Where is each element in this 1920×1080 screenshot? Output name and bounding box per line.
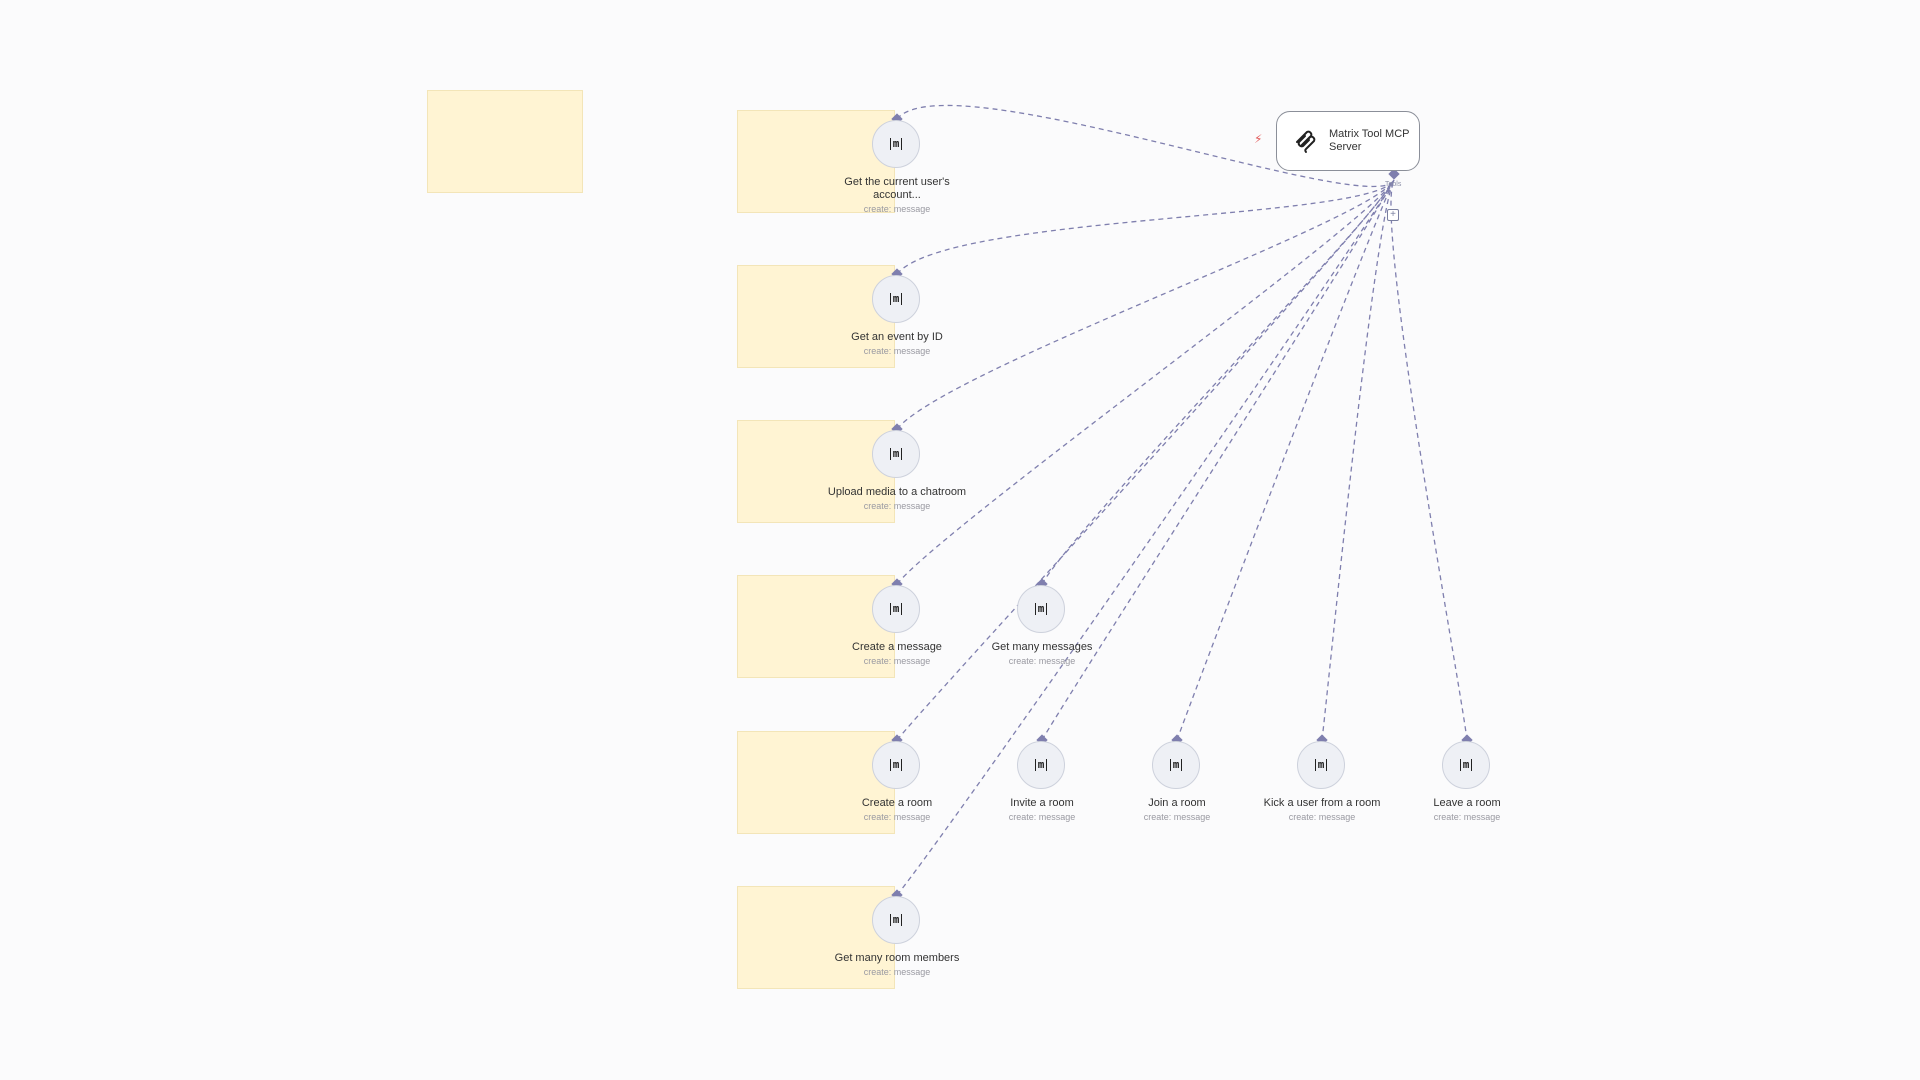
tool-node-label: Get the current user's account... create:… (822, 176, 972, 216)
sticky-note[interactable] (737, 575, 895, 678)
tool-node-label: Leave a room create: message (1392, 797, 1542, 824)
tool-subtitle: create: message (1433, 812, 1501, 822)
trigger-bolt-icon: ⚡ (1254, 132, 1263, 146)
matrix-icon: m (889, 603, 903, 615)
tool-node-circle[interactable]: m (872, 585, 920, 633)
tool-node-label: Upload media to a chatroom create: messag… (822, 486, 972, 513)
tool-node-label: Kick a user from a room create: message (1247, 797, 1397, 824)
tool-name: Create a room (861, 797, 933, 809)
tool-connection (1321, 179, 1395, 741)
matrix-icon: m (1034, 603, 1048, 615)
sticky-note[interactable] (737, 265, 895, 368)
tool-name: Get many room members (834, 952, 960, 964)
tool-node-label: Create a message create: message (822, 641, 972, 668)
matrix-icon: m (889, 293, 903, 305)
matrix-icon: m (1034, 759, 1048, 771)
tool-name: Leave a room (1433, 797, 1501, 809)
matrix-icon: m (1314, 759, 1328, 771)
sticky-note[interactable] (737, 420, 895, 523)
matrix-icon: m (1459, 759, 1473, 771)
tool-subtitle: create: message (863, 501, 931, 511)
tool-name: Get the current user's account... (844, 176, 950, 201)
matrix-icon: m (889, 448, 903, 460)
mcp-server-title: Matrix Tool MCP Server (1329, 128, 1410, 153)
mcp-icon (1296, 130, 1316, 153)
matrix-icon: m (889, 138, 903, 150)
tool-subtitle: create: message (863, 346, 931, 356)
tool-connection (896, 179, 1395, 430)
tool-connection (1176, 179, 1395, 741)
matrix-icon: m (889, 759, 903, 771)
tool-node-label: Join a room create: message (1102, 797, 1252, 824)
tool-name: Invite a room (1010, 797, 1074, 809)
tool-node-circle[interactable]: m (1297, 741, 1345, 789)
tool-subtitle: create: message (863, 967, 931, 977)
tools-port-label: Tools (1385, 181, 1402, 188)
tool-node-circle[interactable]: m (872, 741, 920, 789)
tool-name: Kick a user from a room (1263, 797, 1381, 809)
matrix-icon: m (889, 914, 903, 926)
tool-node-circle[interactable]: m (872, 430, 920, 478)
tool-node-label: Create a room create: message (822, 797, 972, 824)
tool-node-circle[interactable]: m (872, 120, 920, 168)
matrix-icon: m (1169, 759, 1183, 771)
tool-connection (1390, 179, 1468, 741)
sticky-note[interactable] (737, 731, 895, 834)
tool-connection (896, 179, 1395, 585)
tool-subtitle: create: message (1143, 812, 1211, 822)
mcp-server-node[interactable]: Matrix Tool MCP Server (1276, 111, 1420, 171)
tool-name: Join a room (1148, 797, 1206, 809)
tool-subtitle: create: message (1008, 812, 1076, 822)
sticky-note[interactable] (737, 886, 895, 989)
sticky-note[interactable] (737, 110, 895, 213)
sticky-note[interactable] (427, 90, 583, 193)
tool-name: Create a message (852, 641, 942, 653)
tool-node-circle[interactable]: m (1442, 741, 1490, 789)
add-tool-button[interactable]: + (1387, 209, 1399, 221)
tool-node-circle[interactable]: m (1017, 741, 1065, 789)
tool-subtitle: create: message (863, 812, 931, 822)
tool-subtitle: create: message (863, 656, 931, 666)
tool-name: Get an event by ID (851, 331, 943, 343)
tool-node-label: Get many messages create: message (967, 641, 1117, 668)
tool-node-circle[interactable]: m (872, 275, 920, 323)
tool-subtitle: create: message (863, 204, 931, 214)
tool-node-label: Invite a room create: message (967, 797, 1117, 824)
tool-name: Upload media to a chatroom (827, 486, 967, 498)
tool-node-label: Get an event by ID create: message (822, 331, 972, 358)
tool-node-circle[interactable]: m (1152, 741, 1200, 789)
tool-node-circle[interactable]: m (1017, 585, 1065, 633)
tool-node-circle[interactable]: m (872, 896, 920, 944)
tool-node-label: Get many room members create: message (822, 952, 972, 979)
tool-subtitle: create: message (1288, 812, 1356, 822)
tool-connection (1041, 179, 1395, 585)
tool-subtitle: create: message (1008, 656, 1076, 666)
tool-name: Get many messages (991, 641, 1093, 653)
